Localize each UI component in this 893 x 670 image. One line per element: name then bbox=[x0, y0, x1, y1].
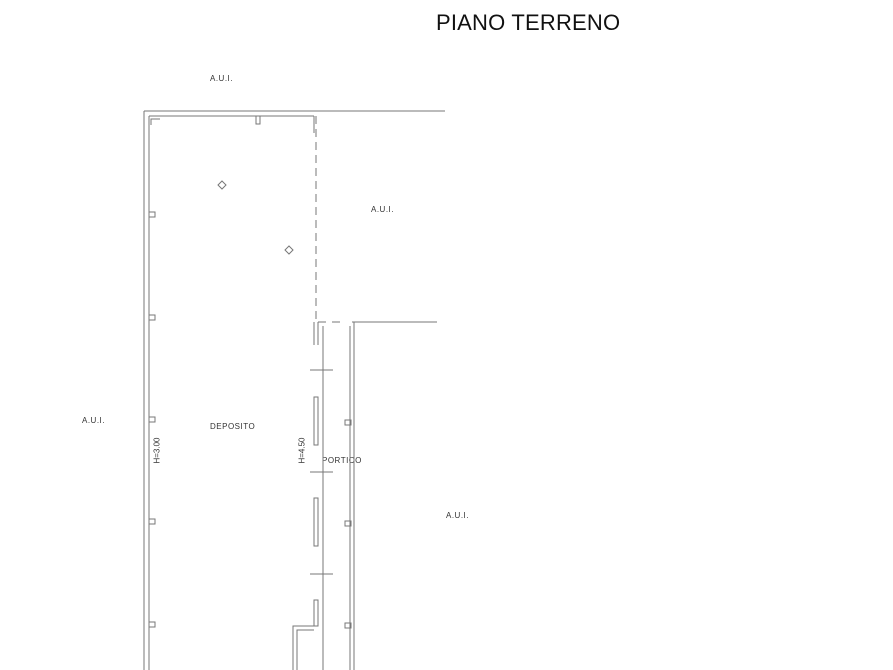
label-portico: PORTICO bbox=[322, 456, 362, 465]
label-aui-top: A.U.I. bbox=[210, 74, 234, 83]
niche-left-2 bbox=[148, 314, 156, 321]
niche-left-4 bbox=[148, 518, 156, 525]
opening-detail-inner bbox=[296, 629, 314, 670]
label-room-deposito: DEPOSITO bbox=[210, 422, 256, 431]
niche-left-1 bbox=[148, 211, 156, 218]
marker-diamond-2 bbox=[284, 245, 294, 255]
wall-stub-top bbox=[255, 115, 261, 125]
pillar-2 bbox=[313, 497, 319, 547]
label-aui-right-lower: A.U.I. bbox=[446, 511, 470, 520]
pillar-3 bbox=[313, 599, 319, 627]
niche-left-3 bbox=[148, 416, 156, 423]
corner-detail bbox=[150, 118, 160, 125]
label-aui-right-upper: A.U.I. bbox=[371, 205, 395, 214]
plan-title: PIANO TERRENO bbox=[436, 10, 621, 35]
marker-diamond-1 bbox=[217, 180, 227, 190]
niche-right-3 bbox=[344, 622, 352, 629]
niche-left-5 bbox=[148, 621, 156, 628]
niche-right-2 bbox=[344, 520, 352, 527]
pillar-1 bbox=[313, 396, 319, 446]
opening-detail bbox=[292, 625, 318, 670]
niche-right-1 bbox=[344, 419, 352, 426]
label-aui-left: A.U.I. bbox=[82, 416, 106, 425]
